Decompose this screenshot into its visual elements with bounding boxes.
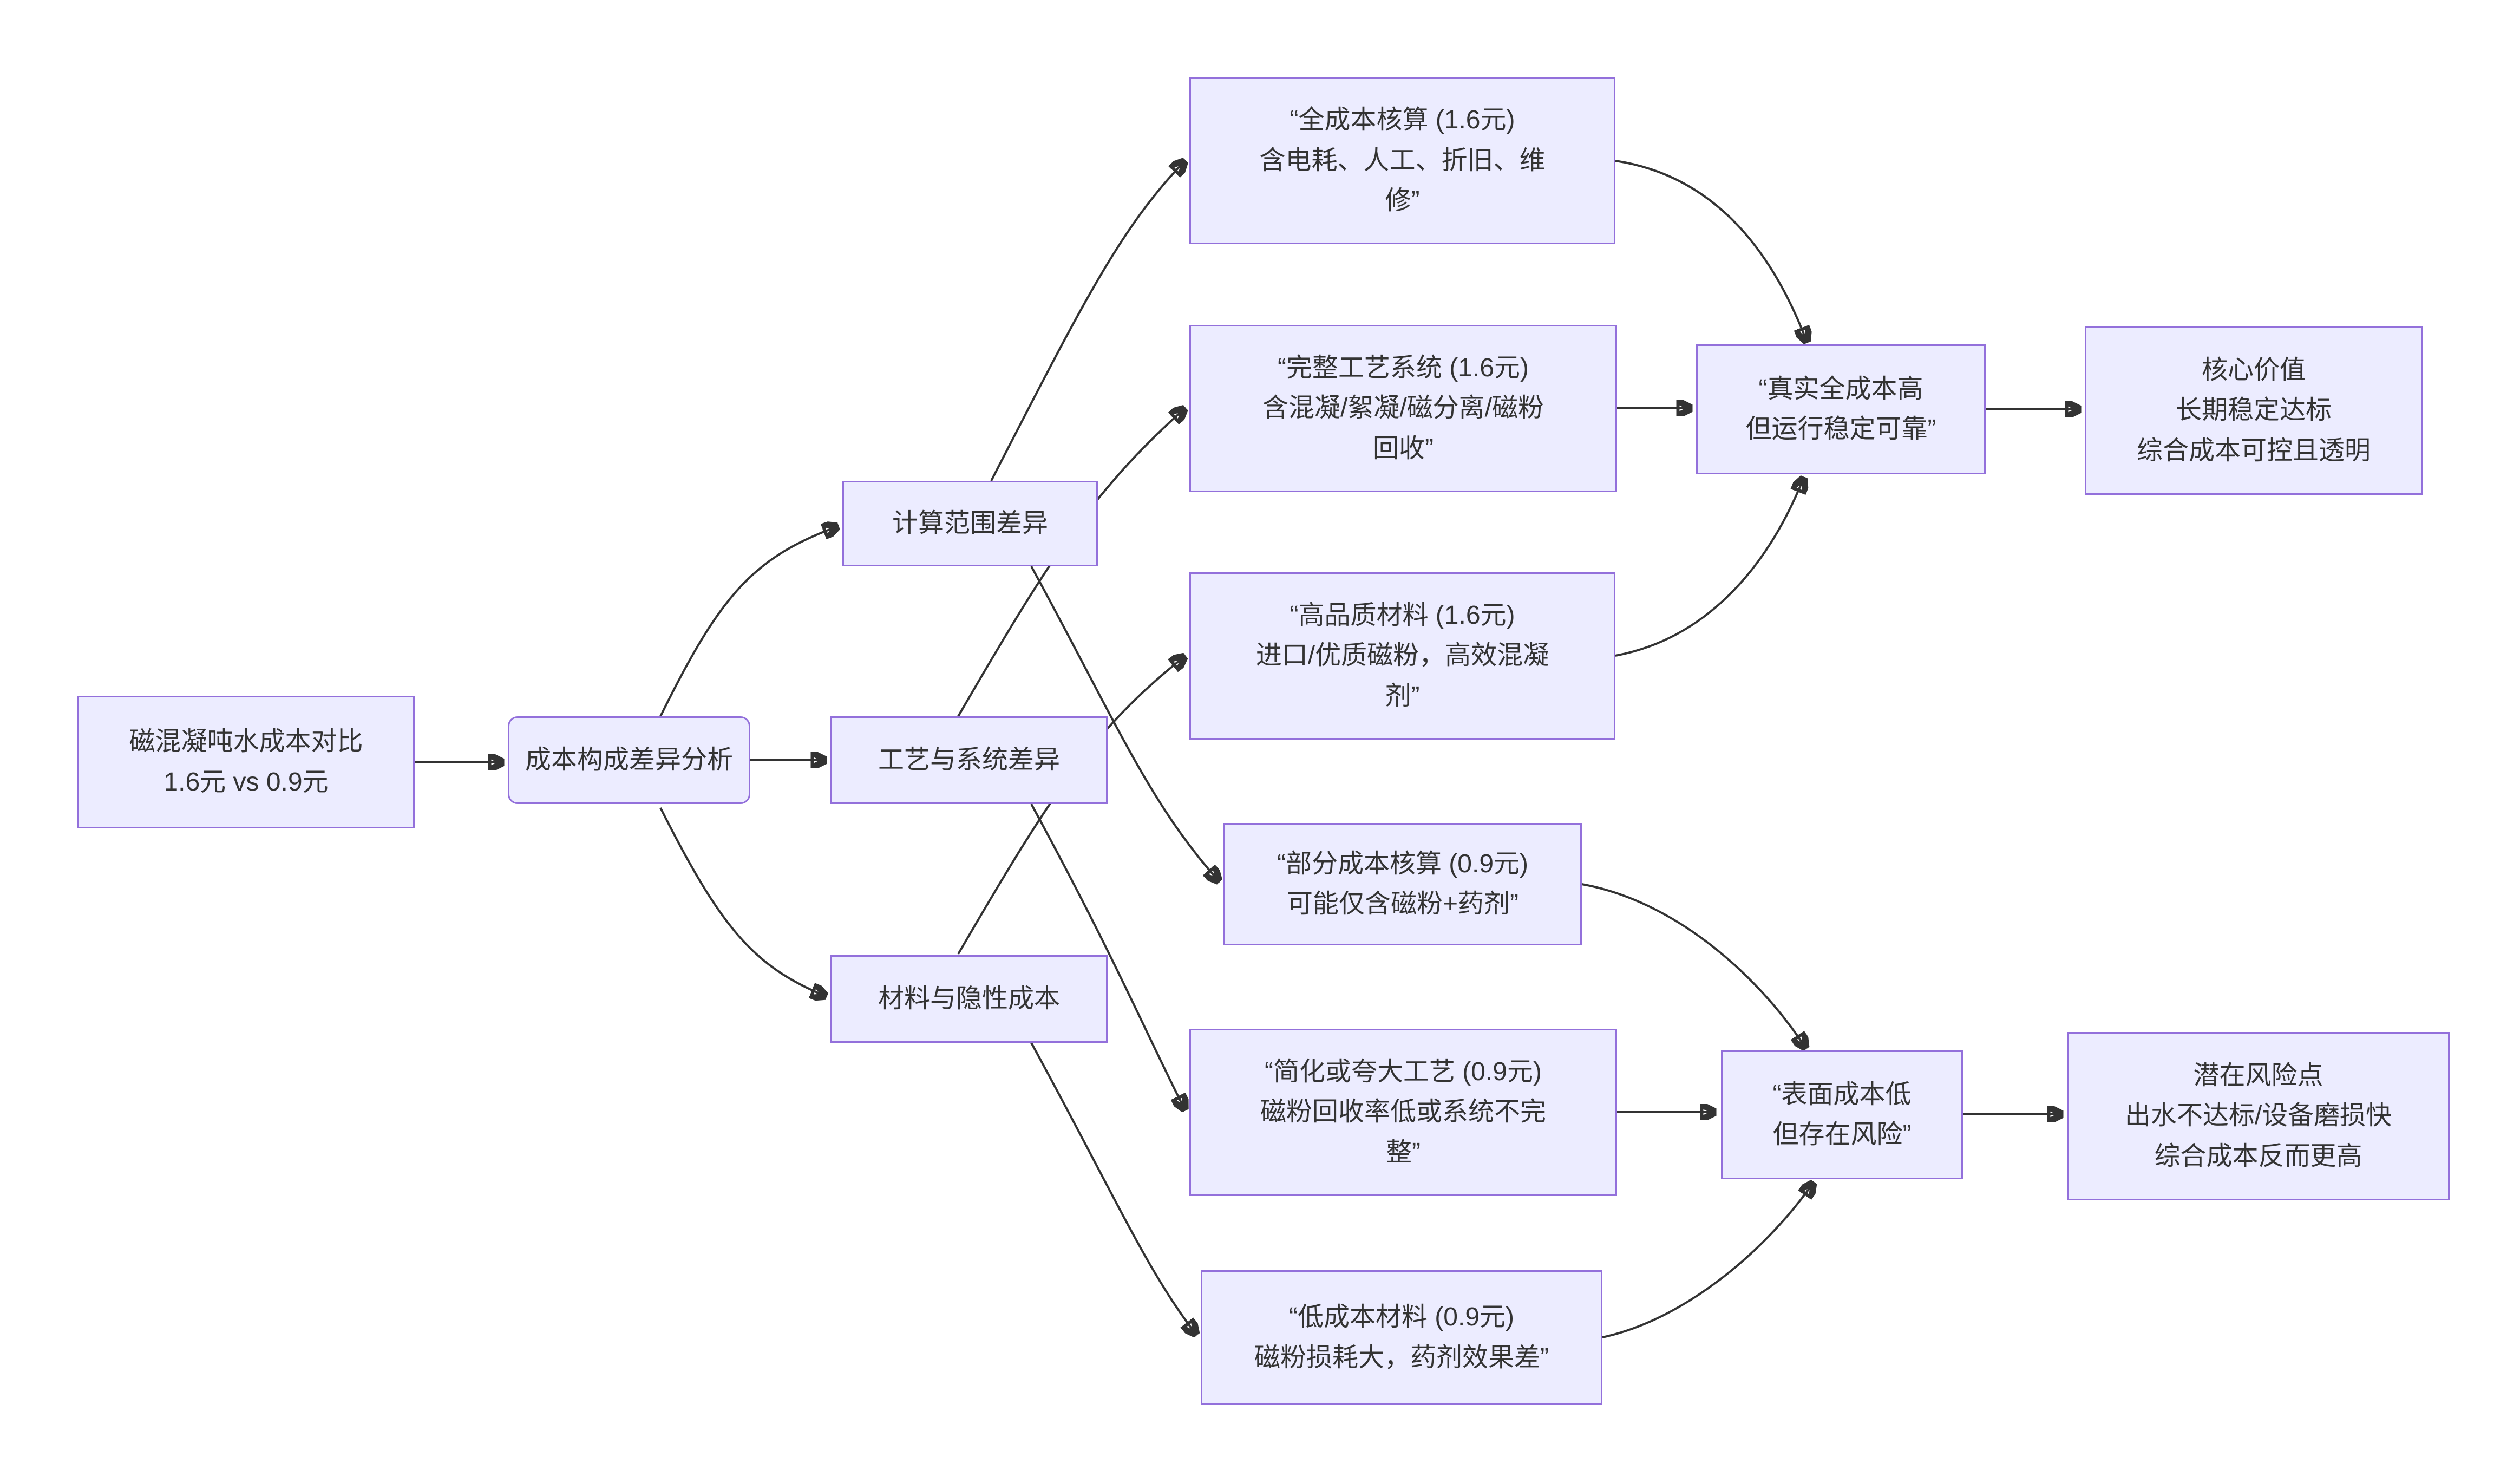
- node-simplified-process: “简化或夸大工艺 (0.9元) 磁粉回收率低或系统不完 整”: [1189, 1029, 1617, 1196]
- edge-scope-to-full-cost: [990, 161, 1185, 481]
- edge-analysis-to-scope: [659, 526, 838, 717]
- edge-material-to-low-cost: [1030, 1042, 1196, 1335]
- node-scope-diff: 计算范围差异: [842, 481, 1098, 566]
- node-surface-cost: “表面成本低 但存在风险”: [1721, 1050, 1963, 1179]
- edge-material-to-high-quality: [957, 656, 1185, 955]
- node-complete-system: “完整工艺系统 (1.6元) 含混凝/絮凝/磁分离/磁粉 回收”: [1189, 325, 1617, 492]
- edge-full-cost-to-true-cost: [1615, 160, 1807, 342]
- node-high-quality: “高品质材料 (1.6元) 进口/优质磁粉，高效混凝 剂”: [1189, 572, 1615, 740]
- node-core-value: 核心价值 长期稳定达标 综合成本可控且透明: [2085, 326, 2423, 495]
- edge-analysis-to-material: [659, 807, 826, 996]
- node-process-diff: 工艺与系统差异: [830, 716, 1108, 804]
- node-full-cost: “全成本核算 (1.6元) 含电耗、人工、折旧、维 修”: [1189, 77, 1615, 244]
- node-true-cost: “真实全成本高 但运行稳定可靠”: [1696, 344, 1986, 474]
- node-root: 磁混凝吨水成本对比 1.6元 vs 0.9元: [77, 696, 415, 828]
- node-low-cost-material: “低成本材料 (0.9元) 磁粉损耗大，药剂效果差”: [1201, 1270, 1602, 1405]
- edge-low-cost-to-surface: [1602, 1183, 1814, 1338]
- node-partial-cost: “部分成本核算 (0.9元) 可能仅含磁粉+药剂”: [1223, 823, 1582, 945]
- edge-partial-to-surface-cost: [1581, 883, 1806, 1048]
- edge-high-quality-to-true-cost: [1615, 478, 1804, 657]
- edge-process-to-simplified: [1030, 803, 1185, 1110]
- edge-scope-to-partial-cost: [1030, 566, 1219, 881]
- node-analysis: 成本构成差异分析: [508, 716, 750, 804]
- node-risk-points: 潜在风险点 出水不达标/设备磨损快 综合成本反而更高: [2067, 1032, 2450, 1200]
- node-material-diff: 材料与隐性成本: [830, 955, 1108, 1043]
